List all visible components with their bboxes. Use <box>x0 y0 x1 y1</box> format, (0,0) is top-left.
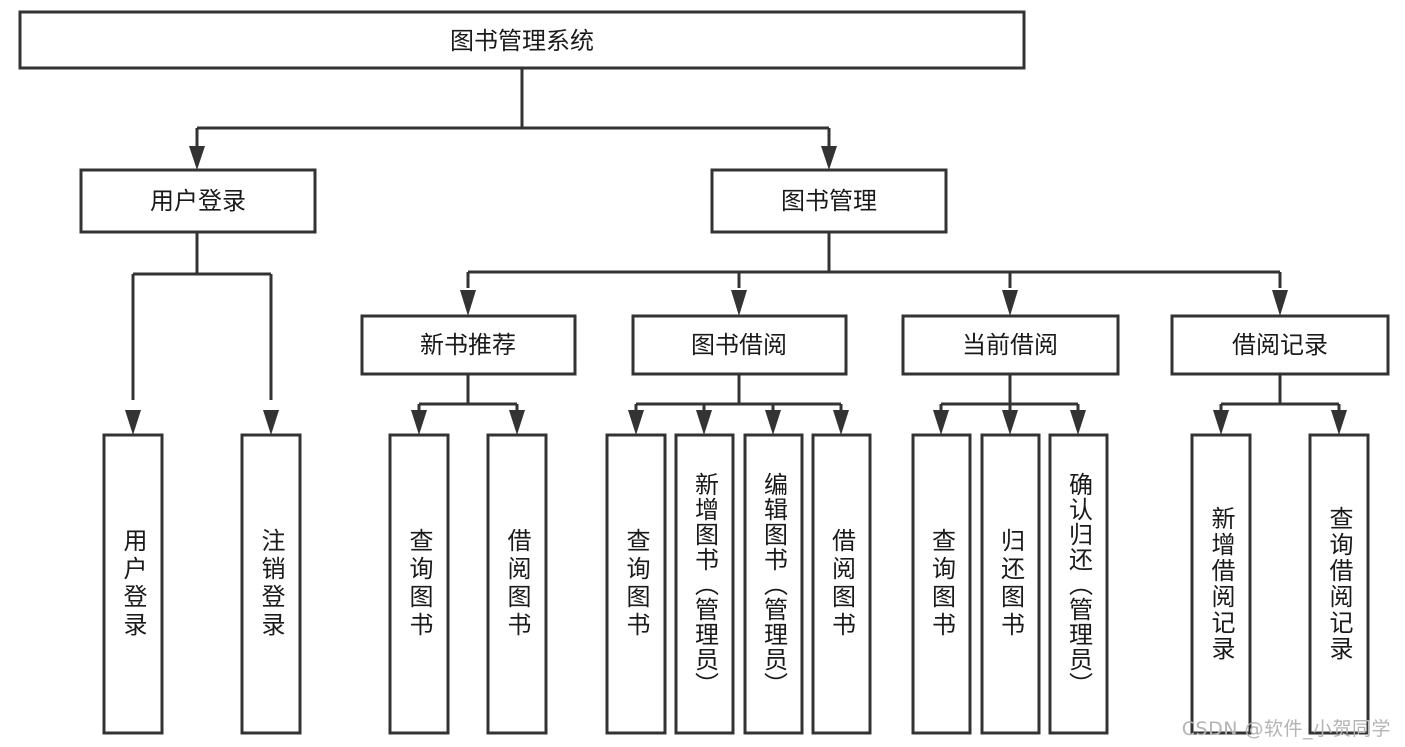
arrow-bookmgmt-to-current <box>1002 290 1018 316</box>
node-current-borrow-box[interactable] <box>901 314 1120 376</box>
arrow-record-to-leaf1 <box>1213 410 1229 435</box>
node-book-management[interactable]: 图书管理 <box>710 168 948 234</box>
leaf-box-query-book-2[interactable] <box>605 433 667 735</box>
arrow-newbook-to-leaf1 <box>411 410 427 435</box>
arrow-borrow-to-leaf4 <box>833 410 849 435</box>
node-book-borrow[interactable]: 图书借阅 <box>631 314 848 376</box>
arrow-userlogin-to-leaf1 <box>125 410 141 435</box>
node-root-box[interactable] <box>18 10 1026 70</box>
node-borrow-record[interactable]: 借阅记录 <box>1170 314 1390 376</box>
leaf-box-borrow-book-1[interactable] <box>486 433 548 735</box>
node-borrow-record-label: 借阅记录 <box>1232 331 1328 359</box>
connector-root-bus <box>195 68 831 152</box>
node-book-management-box[interactable] <box>710 168 948 234</box>
node-user-login[interactable]: 用户登录 <box>79 168 317 234</box>
arrow-userlogin-to-leaf2 <box>263 410 279 435</box>
arrow-borrow-to-leaf3 <box>765 410 781 435</box>
node-new-book-recommend-box[interactable] <box>360 314 577 376</box>
leaf-box-query-borrow-record[interactable] <box>1308 433 1370 735</box>
connector-group <box>125 68 1347 435</box>
leaf-box-user-login[interactable] <box>102 433 164 735</box>
connector-borrow-bus <box>634 374 843 412</box>
leaf-box-add-borrow-record[interactable] <box>1190 433 1252 735</box>
node-root-label: 图书管理系统 <box>450 27 594 55</box>
leaf-box-borrow-book-2[interactable] <box>811 433 872 735</box>
leaf-box-logout[interactable] <box>240 433 302 735</box>
leaf-box-query-book-1[interactable] <box>388 433 450 735</box>
connector-record-bus <box>1219 374 1341 412</box>
connector-current-bus <box>939 374 1080 412</box>
node-borrow-record-box[interactable] <box>1170 314 1390 376</box>
arrow-root-to-book-mgmt <box>821 146 837 170</box>
arrow-borrow-to-leaf2 <box>696 410 712 435</box>
connector-bookmgmt-bus <box>466 232 1282 288</box>
node-book-management-label: 图书管理 <box>781 187 877 215</box>
node-current-borrow[interactable]: 当前借阅 <box>901 314 1120 376</box>
node-new-book-recommend-label: 新书推荐 <box>420 331 516 359</box>
arrow-bookmgmt-to-newbook <box>460 290 476 316</box>
arrow-current-to-leaf2 <box>1002 410 1018 435</box>
arrow-current-to-leaf3 <box>1070 410 1086 435</box>
arrow-borrow-to-leaf1 <box>628 410 644 435</box>
leaf-box-add-book-admin[interactable] <box>674 433 735 735</box>
arrow-bookmgmt-to-record <box>1272 290 1288 316</box>
leaf-box-query-book-3[interactable] <box>911 433 972 735</box>
connector-userlogin-bus <box>131 232 273 400</box>
arrow-record-to-leaf2 <box>1331 410 1347 435</box>
connector-newbook-bus <box>417 374 519 412</box>
node-user-login-box[interactable] <box>79 168 317 234</box>
arrow-bookmgmt-to-borrow <box>731 290 747 316</box>
leaf-box-return-book[interactable] <box>980 433 1041 735</box>
watermark-text: CSDN @软件_小贺同学 <box>1181 718 1391 740</box>
node-new-book-recommend[interactable]: 新书推荐 <box>360 314 577 376</box>
arrow-newbook-to-leaf2 <box>509 410 525 435</box>
node-book-borrow-box[interactable] <box>631 314 848 376</box>
node-root[interactable]: 图书管理系统 <box>18 10 1026 70</box>
node-user-login-label: 用户登录 <box>150 187 246 215</box>
leaf-box-edit-book-admin[interactable] <box>743 433 804 735</box>
arrow-root-to-user-login <box>189 146 205 170</box>
arrow-current-to-leaf1 <box>933 410 949 435</box>
node-current-borrow-label: 当前借阅 <box>962 331 1058 359</box>
leaf-box-confirm-return-admin[interactable] <box>1048 433 1109 735</box>
node-book-borrow-label: 图书借阅 <box>691 331 787 359</box>
